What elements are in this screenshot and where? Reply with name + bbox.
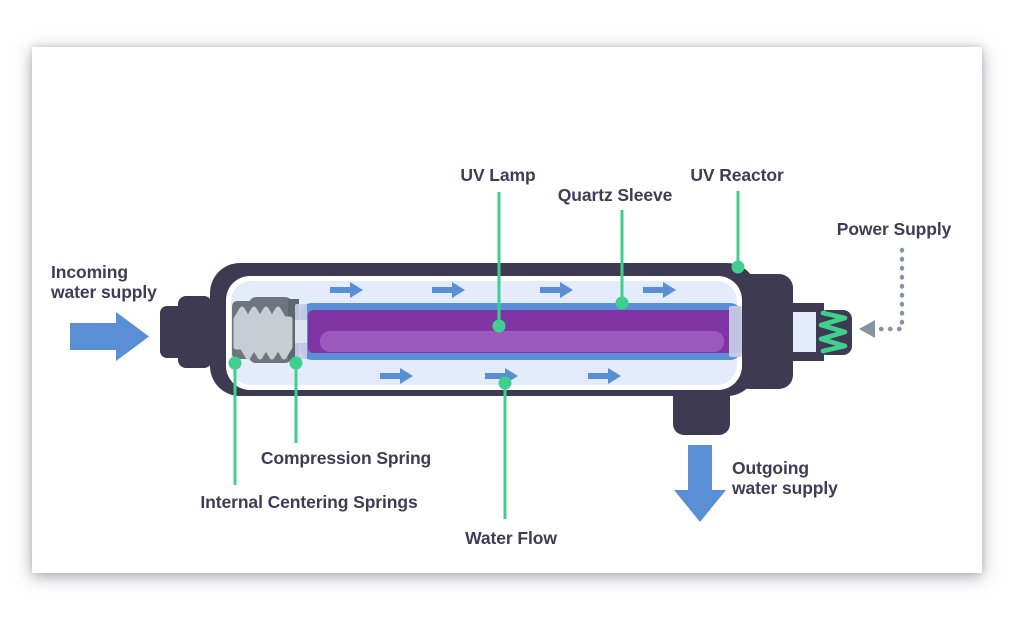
quartz-sleeve-label: Quartz Sleeve (557, 185, 673, 205)
power-supply-label: Power Supply (836, 219, 952, 239)
uv-reactor-diagram (70, 191, 905, 522)
inlet-port-inner-step (178, 296, 212, 368)
power-supply-pointer (859, 247, 905, 338)
pointer-arrowhead-icon (859, 320, 875, 338)
uv-reactor-leader (731, 191, 745, 274)
compression-spring-label: Compression Spring (260, 448, 432, 468)
diagram-card: Incoming water supply UV Lamp Quartz Sle… (32, 47, 982, 573)
outgoing-water-arrow-icon (674, 445, 726, 522)
leader-dot (289, 356, 303, 370)
incoming-water-arrow-icon (70, 312, 149, 361)
incoming-water-supply-label: Incoming water supply (51, 262, 157, 302)
leader-dot (498, 376, 512, 390)
uv-lamp-label: UV Lamp (460, 165, 536, 185)
leader-dot (492, 319, 506, 333)
spring-coil-icon (233, 306, 293, 360)
power-socket-window (793, 312, 816, 352)
inlet-port (160, 296, 212, 368)
compression-spring-leader (289, 356, 303, 443)
quartz-sleeve-leader (615, 210, 629, 310)
leader-dot (615, 296, 629, 310)
uv-lamp-highlight (320, 331, 724, 352)
internal-centering-springs-leader (228, 356, 242, 485)
water-flow-label: Water Flow (465, 528, 557, 548)
uv-lamp-leader (492, 192, 506, 333)
water-flow-leader (498, 376, 512, 519)
leader-dot (731, 260, 745, 274)
leader-dot (228, 356, 242, 370)
spring-end-plate (288, 299, 299, 360)
compression-spring-assembly (232, 297, 299, 363)
internal-centering-springs-label: Internal Centering Springs (200, 492, 418, 512)
outgoing-water-supply-label: Outgoing water supply (732, 458, 838, 498)
lamp-cap-right (729, 306, 742, 357)
lamp-end-caps (295, 304, 742, 359)
uv-reactor-label: UV Reactor (690, 165, 784, 185)
uv-reactor-assembly (160, 263, 852, 435)
lamp-cap-left-highlight (295, 320, 307, 343)
power-cord-zigzag-icon (818, 310, 848, 354)
